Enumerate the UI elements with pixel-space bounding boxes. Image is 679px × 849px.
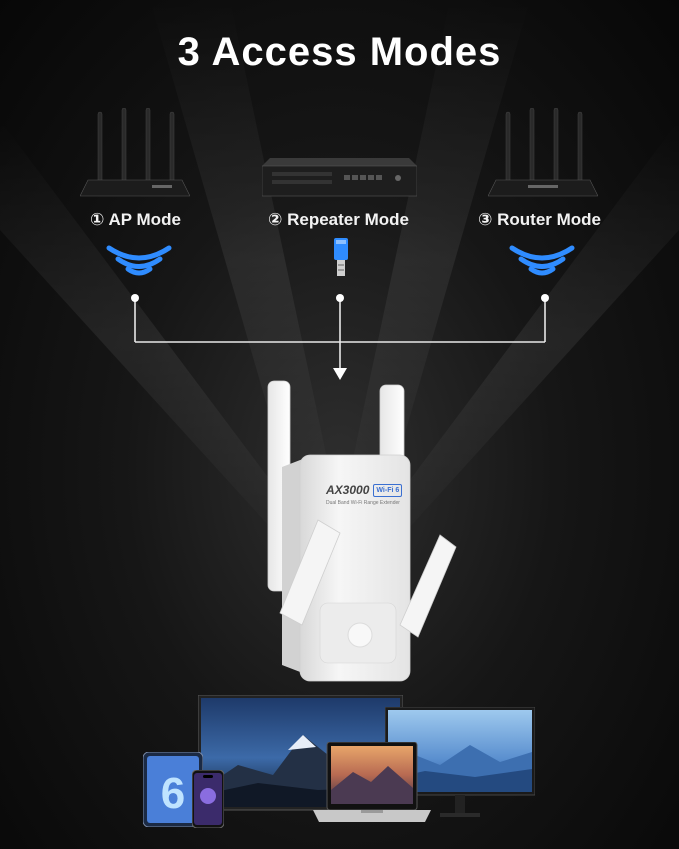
extender-subtitle: Dual Band Wi-Fi Range Extender bbox=[326, 500, 400, 506]
wifi-extender bbox=[260, 375, 460, 695]
mode-label-repeater: ② Repeater Mode bbox=[268, 210, 409, 229]
page-title: 3 Access Modes bbox=[177, 30, 502, 74]
wifi-icon bbox=[508, 244, 576, 280]
laptop-icon bbox=[313, 742, 431, 827]
mode-label-router: ③ Router Mode bbox=[478, 210, 602, 229]
svg-text:6: 6 bbox=[161, 769, 185, 818]
tablet-icon: 6 bbox=[143, 752, 203, 827]
phone-icon bbox=[192, 770, 224, 828]
router-icon bbox=[488, 108, 598, 203]
ethernet-cable-icon bbox=[331, 238, 351, 278]
switch-icon bbox=[262, 158, 417, 203]
extender-model: AX3000 bbox=[326, 483, 370, 497]
wifi6-badge: Wi-Fi 6 bbox=[373, 483, 403, 497]
router-icon bbox=[80, 108, 190, 203]
extender-label: AX3000 Wi-Fi 6 Dual Band Wi-Fi Range Ext… bbox=[326, 483, 426, 506]
wifi-icon bbox=[105, 244, 173, 280]
mode-label-ap: ① AP Mode bbox=[90, 210, 181, 229]
